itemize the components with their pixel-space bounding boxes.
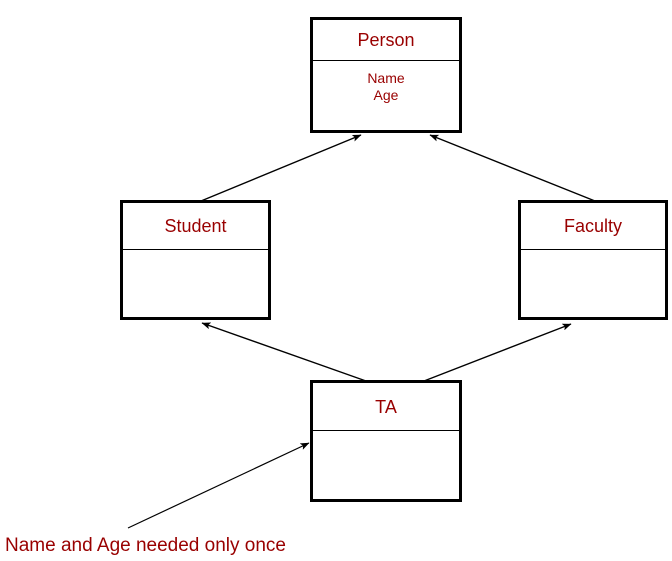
class-title-compartment-faculty: Faculty xyxy=(521,203,665,250)
class-name-ta: TA xyxy=(375,396,397,417)
connector-student-to-person xyxy=(200,134,362,202)
connector-faculty-to-person xyxy=(429,134,596,202)
diagram-note-text: Name and Age needed only once xyxy=(5,535,286,556)
class-attribute: Name xyxy=(367,70,405,86)
class-box-faculty[interactable]: Faculty xyxy=(518,200,668,320)
class-title-compartment-ta: TA xyxy=(313,383,459,431)
class-attributes-compartment-ta xyxy=(313,431,459,499)
class-title-compartment-student: Student xyxy=(123,203,268,250)
class-attributes-compartment-person: Name Age xyxy=(313,61,459,130)
class-attribute: Age xyxy=(373,87,399,103)
class-name-faculty: Faculty xyxy=(563,216,623,236)
class-box-student[interactable]: Student xyxy=(120,200,271,320)
class-attributes-compartment-faculty xyxy=(521,250,665,317)
class-box-ta[interactable]: TA xyxy=(310,380,462,502)
class-name-student: Student xyxy=(164,216,227,236)
connector-ta-to-student xyxy=(201,322,367,382)
class-name-person: Person xyxy=(357,30,415,50)
class-attributes-compartment-student xyxy=(123,250,268,317)
connector-ta-to-faculty xyxy=(423,323,572,382)
connector-note-to-ta xyxy=(127,442,310,529)
class-title-compartment-person: Person xyxy=(313,20,459,61)
class-box-person[interactable]: Person Name Age xyxy=(310,17,462,133)
